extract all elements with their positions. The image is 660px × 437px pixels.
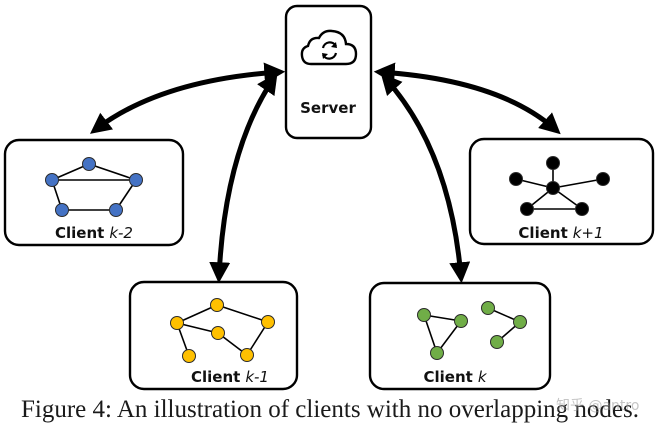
graph-node [430,346,444,360]
graph-node [454,314,468,328]
graph-node [240,348,254,362]
graph-node [481,301,495,315]
cloud-sync-icon [300,29,358,66]
arrow-server-client-k [380,73,471,284]
graph-node [210,298,224,312]
graph-node [182,349,196,363]
graph-edge [552,178,604,189]
graph-edge [176,322,219,334]
graph-node [417,308,431,322]
watermark: 知乎 @antro [556,398,640,414]
graph-node [546,156,560,170]
graph-node [170,316,184,330]
graph-k-2 [45,157,143,217]
graph-node [261,315,275,329]
server-box: Server [284,4,373,140]
graph-k-1 [170,298,275,363]
graph-node [109,203,123,217]
graph-node [596,172,610,186]
connection-arrows [90,62,561,284]
figure-caption: Figure 4: An illustration of clients wit… [21,396,639,423]
graph-k+1 [509,156,610,216]
graph-k [417,301,527,360]
arrow-server-client-k+1 [373,62,561,135]
graph-node [509,172,523,186]
arrow-server-client-k-1 [209,72,278,284]
graph-node [546,181,560,195]
graph-node [45,173,59,187]
graph-node [520,202,534,216]
graph-edge [176,304,218,324]
graph-edge [88,163,137,181]
graph-node [55,203,69,217]
graph-node [513,315,527,329]
graph-node [82,157,96,171]
graph-node [211,326,225,340]
graph-edge [216,304,269,323]
graph-node [129,173,143,187]
graph-node [575,202,589,216]
graph-node [490,335,504,349]
server-label: Server [300,99,356,117]
